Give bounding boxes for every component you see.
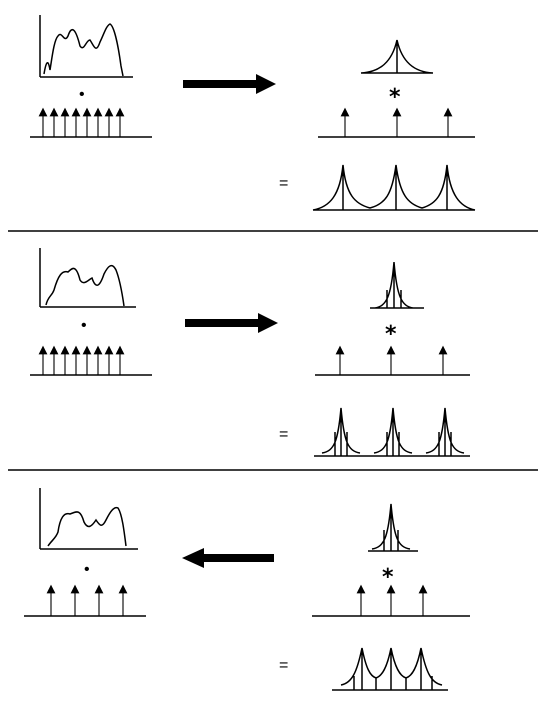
spectrum-peak [360, 39, 434, 74]
replicated-spectrum [314, 407, 470, 457]
convolve-symbol: * [382, 565, 394, 590]
signal-plot [39, 488, 138, 550]
signal-plot [39, 248, 136, 308]
signal-waveform [43, 23, 124, 77]
signal-waveform [47, 506, 127, 547]
equals-sign: = [279, 175, 288, 192]
replicated-spectrum [332, 647, 448, 691]
spectrum-peak [368, 503, 418, 552]
panel-3: • * = [24, 488, 470, 691]
impulse-train-sparse [318, 107, 475, 138]
replicated-spectrum [312, 164, 476, 211]
signal-waveform [45, 264, 125, 307]
impulse-train-sparse [315, 345, 470, 376]
equals-sign: = [279, 657, 288, 674]
impulse-train-wide [24, 584, 146, 617]
convolve-symbol: * [389, 85, 401, 110]
impulse-train-sparse [312, 584, 470, 617]
multiply-dot: • [81, 317, 87, 334]
multiply-dot: • [79, 86, 85, 103]
panel-1: • * = [30, 15, 476, 211]
arrow-left [182, 548, 274, 568]
signal-plot [39, 15, 133, 78]
impulse-train-dense [30, 107, 152, 138]
equals-sign: = [279, 426, 288, 443]
multiply-dot: • [84, 561, 90, 578]
arrow-right [183, 74, 276, 94]
arrow-right [185, 313, 278, 333]
spectrum-peak [370, 261, 424, 309]
impulse-train-dense [30, 345, 152, 376]
convolve-symbol: * [385, 322, 397, 347]
panel-2: • * = [30, 248, 470, 457]
